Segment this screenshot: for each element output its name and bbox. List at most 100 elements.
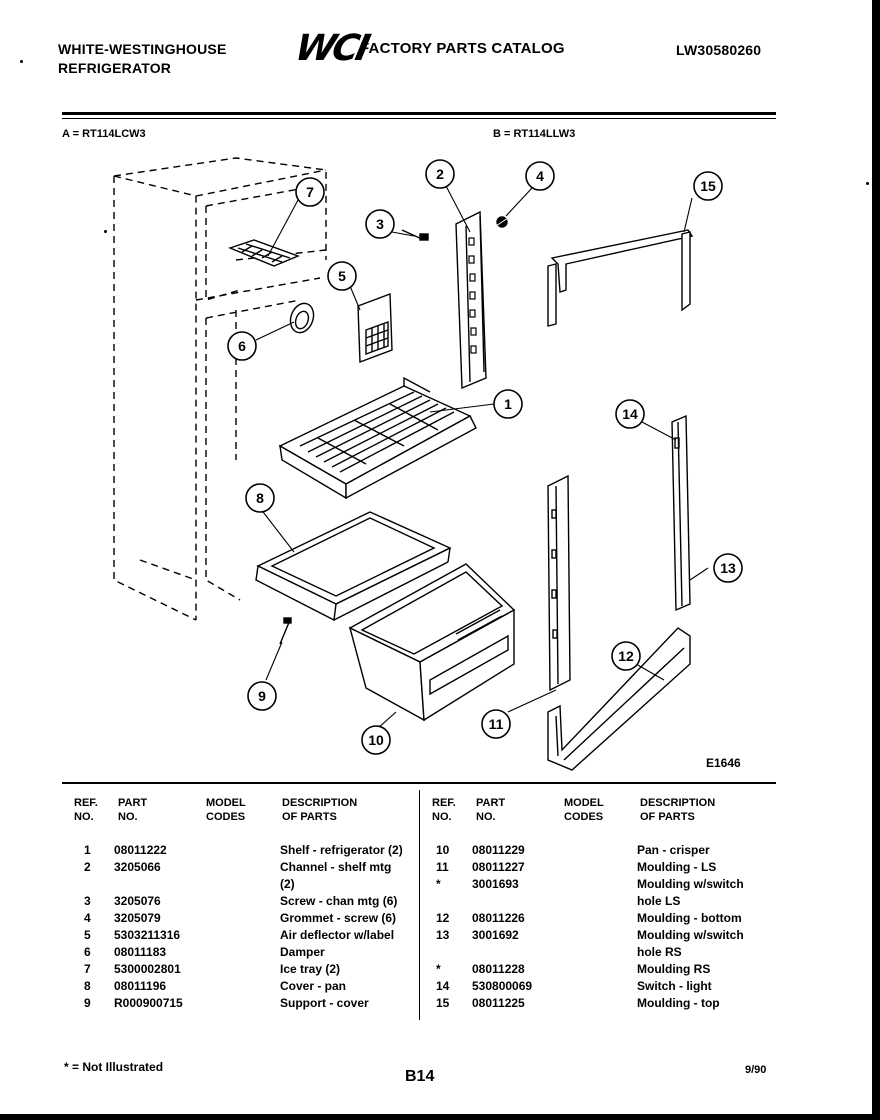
cell-part: R000900715 (114, 996, 183, 1010)
cell-desc: Grommet - screw (6) (280, 911, 397, 925)
catalog-date: 9/90 (745, 1064, 767, 1076)
cell-desc: Moulding RS (637, 962, 711, 976)
callout-10 (361, 725, 391, 755)
cell-desc: (2) (280, 877, 295, 891)
callout-4 (525, 161, 555, 191)
brand-name: WHITE-WESTINGHOUSE (58, 41, 227, 57)
cell-desc: Moulding - LS (637, 860, 717, 874)
cell-ref: 4 (84, 911, 91, 925)
figure-id: E1646 (706, 756, 741, 770)
cell-ref: 15 (436, 996, 450, 1010)
cell-desc: Moulding - bottom (637, 911, 742, 925)
callout-13 (713, 553, 743, 583)
scan-speck (866, 182, 869, 185)
cell-ref: 12 (436, 911, 450, 925)
cell-desc: Switch - light (637, 979, 712, 993)
callout-9 (247, 681, 277, 711)
cell-ref: 9 (84, 996, 91, 1010)
cell-ref: 13 (436, 928, 450, 942)
crisper-pan (348, 563, 516, 722)
cell-ref: 7 (84, 962, 91, 976)
cell-desc: hole RS (637, 945, 682, 959)
cell-part: 08011225 (472, 996, 525, 1010)
cell-ref: 1 (84, 843, 91, 857)
callout-14 (615, 399, 645, 429)
callouts (227, 159, 743, 755)
cell-desc: Moulding w/switch (637, 928, 744, 942)
callout-11 (481, 709, 511, 739)
leader-lines (255, 185, 709, 729)
cell-part: 08011222 (114, 843, 167, 857)
cell-desc: Air deflector w/label (280, 928, 395, 942)
cell-part: 530800069 (472, 979, 533, 993)
cell-part: 08011196 (114, 979, 167, 993)
header-ref-left: REF.NO. (74, 797, 98, 823)
damper (289, 302, 315, 334)
callout-7-label: 7 (306, 184, 314, 200)
moulding-top (547, 229, 694, 327)
callout-12-label: 12 (618, 648, 634, 664)
cell-ref: 5 (84, 928, 91, 942)
model-a-label: A = RT114LCW3 (62, 128, 146, 140)
cell-ref: 11 (436, 860, 449, 874)
cell-part: 08011183 (114, 945, 167, 959)
exploded-parts-diagram: 1 2 3 4 5 6 7 8 9 10 11 12 13 14 15 (113, 157, 743, 771)
cell-part: 08011226 (472, 911, 525, 925)
scan-speck (20, 60, 23, 63)
cell-desc: hole LS (637, 894, 681, 908)
refrigerator-shelf (278, 376, 477, 500)
cell-desc: Screw - chan mtg (6) (280, 894, 398, 908)
cell-desc: Cover - pan (280, 979, 347, 993)
cell-part: 3205079 (114, 911, 161, 925)
cell-desc: Moulding w/switch (637, 877, 744, 891)
cell-ref: 6 (84, 945, 91, 959)
callout-7 (295, 177, 325, 207)
callout-14-label: 14 (622, 406, 638, 422)
callout-15-label: 15 (700, 178, 716, 194)
cell-ref: 8 (84, 979, 91, 993)
cell-desc: Channel - shelf mtg (280, 860, 392, 874)
page-number: B14 (405, 1068, 435, 1085)
callout-8-label: 8 (256, 490, 264, 506)
cell-part: 08011227 (472, 860, 525, 874)
cell-part: 3001692 (472, 928, 519, 942)
cell-ref: 2 (84, 860, 91, 874)
scan-speck (104, 230, 107, 233)
grommet (495, 216, 509, 228)
not-illustrated-note: * = Not Illustrated (64, 1060, 164, 1074)
callout-8 (245, 483, 275, 513)
catalog-title: FACTORY PARTS CATALOG (360, 40, 565, 57)
table-top-rule (62, 782, 776, 784)
cell-part: 3205076 (114, 894, 161, 908)
callout-2-label: 2 (436, 166, 444, 182)
cell-desc: Damper (280, 945, 325, 959)
cell-part: 08011229 (472, 843, 525, 857)
callout-1-label: 1 (504, 396, 512, 412)
callout-6 (227, 331, 257, 361)
brand-block: WHITE-WESTINGHOUSE REFRIGERATOR (58, 40, 226, 78)
cover-support (279, 617, 292, 645)
callout-4-label: 4 (536, 168, 544, 184)
callout-15 (693, 171, 723, 201)
ice-tray (227, 239, 300, 267)
header-rule (62, 112, 776, 115)
callout-5-label: 5 (338, 268, 346, 284)
wci-logo: WCI (291, 28, 371, 69)
cell-part: 3001693 (472, 877, 519, 891)
callout-3-label: 3 (376, 216, 384, 232)
cell-desc: Support - cover (280, 996, 369, 1010)
callout-9-label: 9 (258, 688, 266, 704)
callout-2 (425, 159, 455, 189)
cell-desc: Pan - crisper (637, 843, 710, 857)
cell-ref: 10 (436, 843, 450, 857)
callout-12 (611, 641, 641, 671)
callout-1 (493, 389, 523, 419)
shelf-channel (455, 210, 487, 390)
callout-5 (327, 261, 357, 291)
screw (401, 229, 429, 241)
